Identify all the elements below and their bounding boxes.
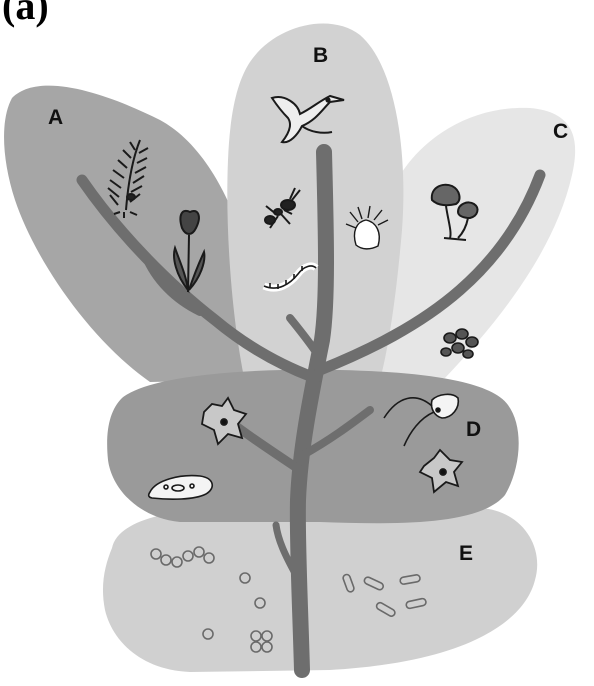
region-label-b: B xyxy=(313,44,328,67)
leaf-region-b xyxy=(227,24,403,382)
region-label-e: E xyxy=(459,542,473,565)
band-region-e xyxy=(103,506,537,672)
leaf-region-c xyxy=(378,108,575,378)
region-label-d: D xyxy=(466,418,481,441)
region-label-c: C xyxy=(553,120,568,143)
region-label-a: A xyxy=(48,106,63,129)
header-fragment: (a) xyxy=(2,0,49,26)
